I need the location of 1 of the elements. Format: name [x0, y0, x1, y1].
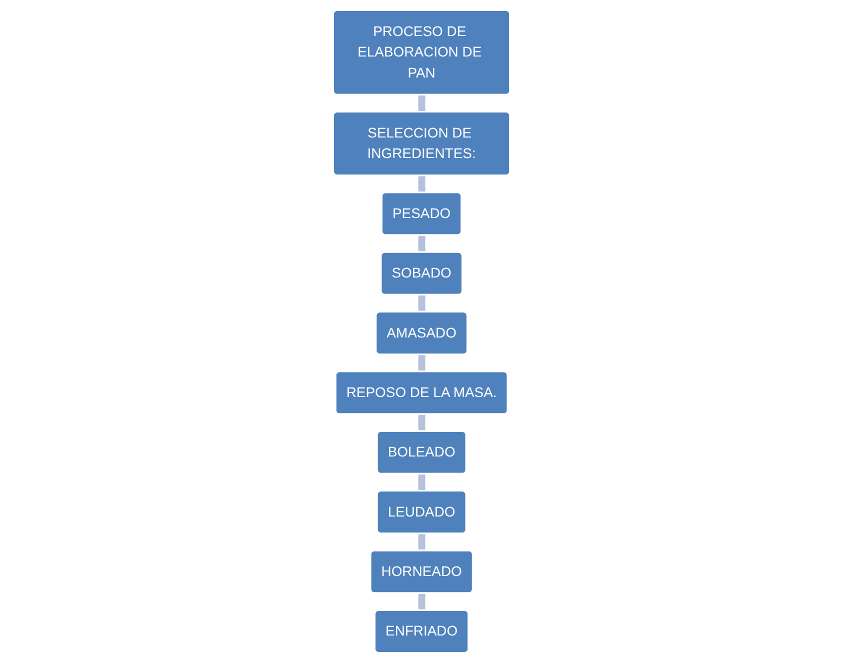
flowchart-drawing: PROCESO DE ELABORACION DE PAN SELECCION DE INGREDIENTES: PESADO SOBADO AMASADO REPOSO DE LA MASA. BOLEADO LEUDADO HORNEADO ENFRIADO [326, 4, 516, 659]
